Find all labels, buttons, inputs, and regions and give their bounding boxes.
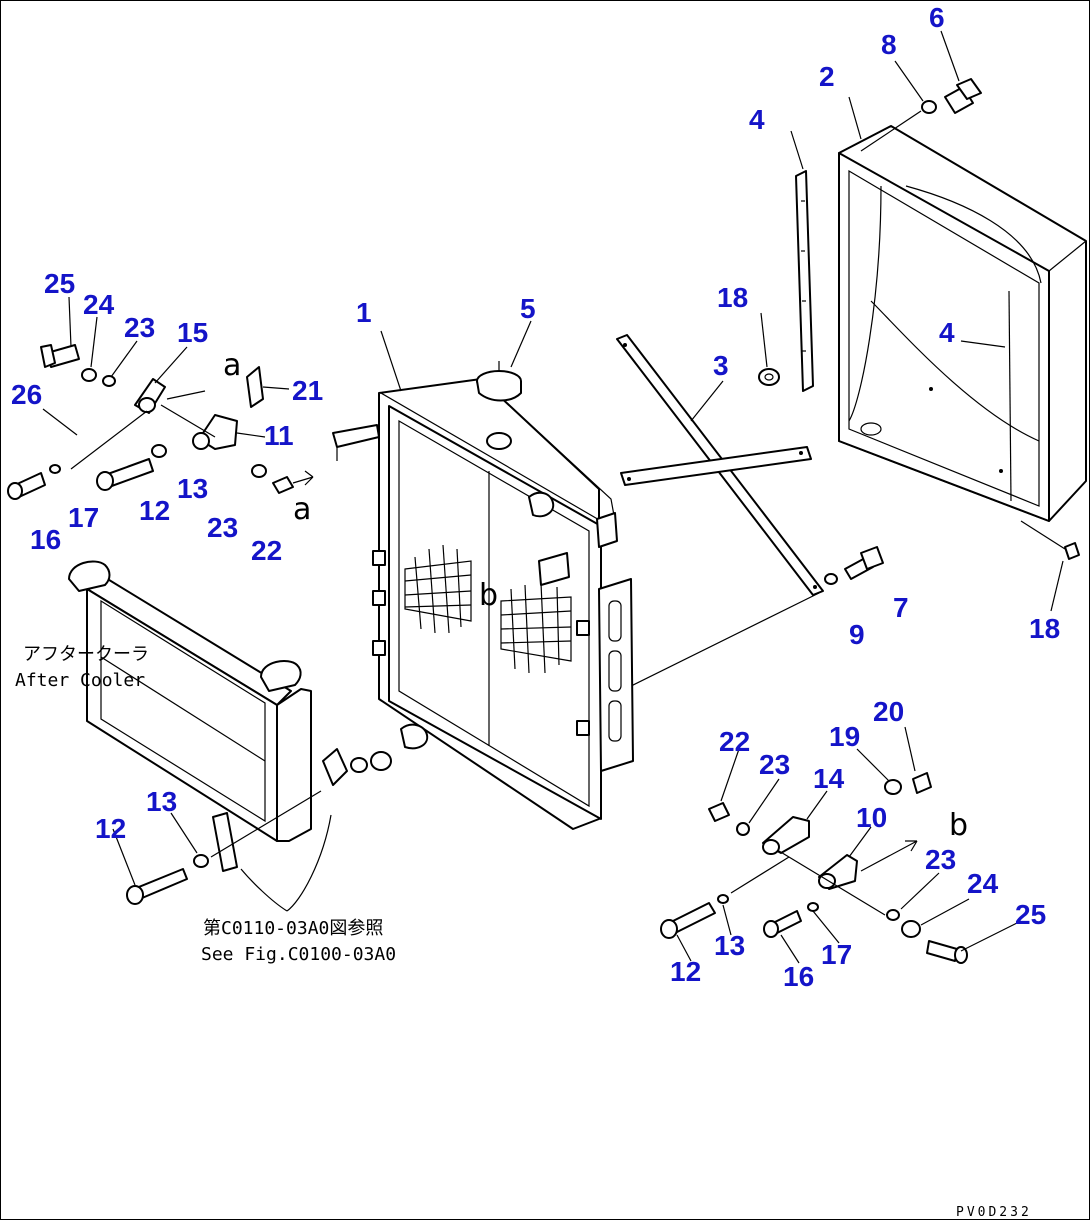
leader-lines xyxy=(42,30,1064,964)
callout-14: 14 xyxy=(813,763,845,794)
callout-13: 13 xyxy=(177,473,209,504)
bolt-7 xyxy=(620,546,884,692)
callout-6: 6 xyxy=(929,2,945,33)
bolt-6 xyxy=(860,78,982,152)
callout-12: 12 xyxy=(95,813,127,844)
callout-11: 11 xyxy=(264,420,294,451)
aftercooler xyxy=(68,560,312,842)
aftercooler-label-en: After Cooler xyxy=(15,670,146,691)
aftercooler-label-jp: アフタークーラ xyxy=(23,644,149,665)
callout-23: 23 xyxy=(925,844,957,875)
callout-17: 17 xyxy=(68,502,100,533)
callout-13: 13 xyxy=(146,786,178,817)
callout-23: 23 xyxy=(207,512,239,543)
callout-4: 4 xyxy=(749,104,765,135)
callout-16: 16 xyxy=(30,524,62,555)
callout-26: 26 xyxy=(11,379,43,410)
fan-shroud xyxy=(758,125,1087,560)
callout-13: 13 xyxy=(714,930,746,961)
callout-24: 24 xyxy=(83,289,115,320)
callout-25: 25 xyxy=(1015,899,1047,930)
callout-12: 12 xyxy=(670,956,702,987)
callout-17: 17 xyxy=(821,939,853,970)
callout-19: 19 xyxy=(829,721,861,752)
callout-8: 8 xyxy=(881,29,897,60)
callout-22: 22 xyxy=(251,535,283,566)
callout-1: 1 xyxy=(356,297,372,328)
figure-reference-jp: 第C0110-03A0図参照 xyxy=(203,918,384,939)
figure-reference-en: See Fig.C0100-03A0 xyxy=(201,944,397,965)
callout-21: 21 xyxy=(292,375,324,406)
callout-22: 22 xyxy=(719,726,751,757)
lower-right-fasteners xyxy=(660,772,968,964)
callout-25: 25 xyxy=(44,268,76,299)
radiator-cap-5 xyxy=(476,361,522,402)
callout-15: 15 xyxy=(177,317,209,348)
callout-20: 20 xyxy=(873,696,905,727)
ref-letter-a: a xyxy=(293,492,312,527)
ref-letter-b: b xyxy=(479,578,499,613)
callout-18: 18 xyxy=(1029,613,1061,644)
callout-24: 24 xyxy=(967,868,999,899)
callout-23: 23 xyxy=(124,312,156,343)
callout-7: 7 xyxy=(893,592,909,623)
aftercooler-mount xyxy=(126,748,392,912)
drawing-code: PV0D232 xyxy=(956,1205,1032,1220)
callout-4: 4 xyxy=(939,317,955,348)
callout-12: 12 xyxy=(139,495,171,526)
ref-letter-b: b xyxy=(949,808,969,843)
callout-2: 2 xyxy=(819,61,835,92)
radiator-assembly xyxy=(332,378,634,830)
stay-bars xyxy=(616,334,824,596)
callout-5: 5 xyxy=(520,293,536,324)
callout-3: 3 xyxy=(713,350,729,381)
callout-10: 10 xyxy=(856,802,888,833)
callout-18: 18 xyxy=(717,282,749,313)
ref-letter-a: a xyxy=(223,348,242,383)
callout-9: 9 xyxy=(849,619,865,650)
upper-left-fasteners xyxy=(7,344,314,500)
callout-23: 23 xyxy=(759,749,791,780)
callout-16: 16 xyxy=(783,961,815,992)
